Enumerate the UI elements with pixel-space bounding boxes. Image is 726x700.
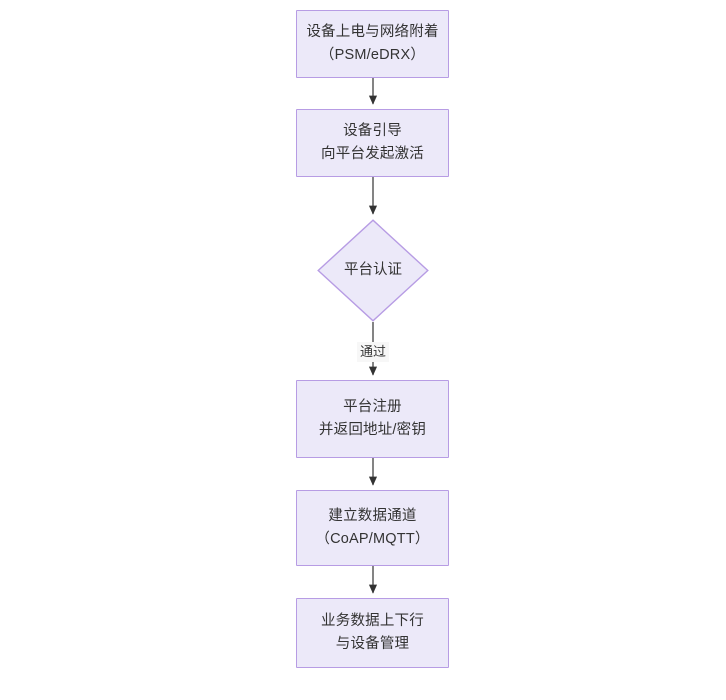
flow-node-label: 平台注册 并返回地址/密钥 [318, 399, 427, 438]
diamond-shape-icon [317, 219, 429, 322]
flow-node-label: 平台认证 [344, 262, 402, 278]
flow-node-establish-data-channel[interactable]: 建立数据通道 （CoAP/MQTT） [296, 490, 449, 566]
flow-node-business-data-and-device-mgmt[interactable]: 业务数据上下行 与设备管理 [296, 598, 449, 668]
flow-node-platform-register[interactable]: 平台注册 并返回地址/密钥 [296, 380, 449, 458]
edge-label-text: 通过 [359, 344, 387, 359]
flow-node-platform-auth-decision[interactable]: 平台认证 [317, 219, 429, 322]
edge-label-pass: 通过 [356, 342, 390, 362]
flow-node-device-bootstrap[interactable]: 设备引导 向平台发起激活 [296, 109, 449, 177]
flow-node-label: 业务数据上下行 与设备管理 [321, 613, 424, 652]
flow-node-power-on-attach[interactable]: 设备上电与网络附着 （PSM/eDRX） [296, 10, 449, 78]
flow-node-label: 建立数据通道 （CoAP/MQTT） [315, 508, 430, 547]
flow-node-label: 设备上电与网络附着 （PSM/eDRX） [306, 24, 439, 63]
flow-node-label: 设备引导 向平台发起激活 [321, 123, 424, 162]
